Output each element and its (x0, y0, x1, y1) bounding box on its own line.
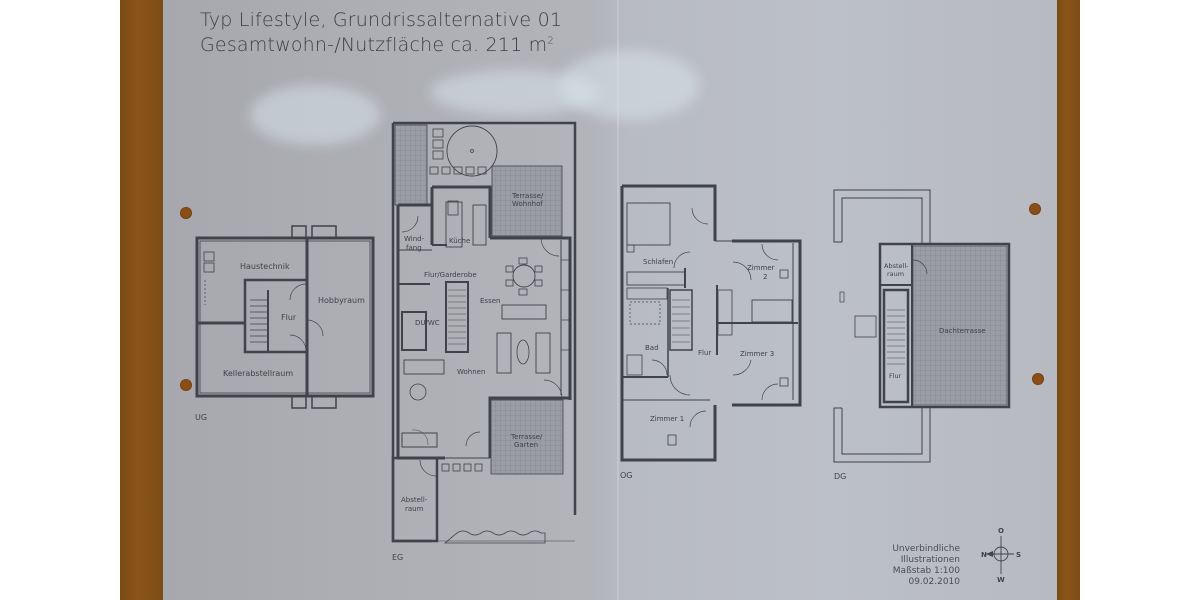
room-label-terrasse-wohnhof-1: Terrasse/ (511, 192, 544, 200)
room-label-flur: Flur (889, 372, 902, 380)
compass-n: N (981, 551, 987, 559)
ug-floor-plan (195, 225, 375, 409)
room-label-dachterrasse: Dachterrasse (939, 327, 986, 335)
compass-labels: N O S W (981, 527, 1021, 584)
compass-s: S (1016, 551, 1021, 559)
compass-rose-icon (986, 536, 1014, 574)
room-label-zimmer2-2: 2 (763, 273, 767, 281)
title-line-2: Gesamtwohn-/Nutzfläche ca. 211 m (200, 34, 548, 56)
plan-title: Typ Lifestyle, Grundrissalternative 01 (200, 9, 562, 31)
room-label-abstellraum-1: Abstell- (401, 496, 428, 504)
title-line-1: Typ Lifestyle, Grundrissalternative 01 (200, 9, 563, 31)
room-label-abstellraum-2: raum (887, 270, 904, 278)
room-label-zimmer1: Zimmer 1 (650, 415, 684, 423)
footer-disclaimer: Unverbindliche Illustrationen (892, 544, 960, 565)
title-superscript: 2 (547, 35, 554, 47)
room-label-zimmer3: Zimmer 3 (740, 350, 774, 358)
room-label-windfang-2: fang (406, 244, 422, 252)
room-label-terrasse-garten-2: Garten (514, 441, 538, 449)
compass-w: W (997, 576, 1005, 584)
room-label-kellerabstellraum: Kellerabstellraum (223, 369, 293, 378)
plan-footer: Unverbindliche Illustrationen Maßstab 1:… (838, 544, 960, 588)
punch-hole-left-bottom (180, 379, 192, 391)
eg-labels: Terrasse/ Wohnhof Wind- fang Küche Flur/… (392, 192, 544, 562)
og-labels: Schlafen Zimmer 2 Bad Flur Zimmer 3 Zimm… (620, 258, 775, 480)
room-label-abstellraum-1: Abstell- (884, 262, 909, 270)
punch-hole-right-bottom (1032, 373, 1044, 385)
room-label-essen: Essen (480, 297, 500, 305)
room-label-flur-garderobe: Flur/Garderobe (424, 271, 477, 279)
eg-floor-plan (391, 121, 577, 544)
dg-floor-plan (833, 189, 1011, 463)
floor-label-ug: UG (195, 413, 207, 422)
paper-fold-line (617, 0, 619, 600)
room-label-terrasse-garten-1: Terrasse/ (510, 433, 543, 441)
room-label-flur: Flur (698, 349, 711, 357)
wooden-table-right (1057, 0, 1080, 600)
room-label-flur: Flur (281, 313, 297, 322)
compass-o: O (998, 527, 1004, 535)
room-label-zimmer2-1: Zimmer (747, 264, 775, 272)
room-label-bad: Bad (645, 344, 659, 352)
floor-label-og: OG (620, 471, 633, 480)
room-label-abstellraum-2: raum (405, 505, 424, 513)
smudge-mark (560, 50, 700, 120)
room-label-duwc: DU/WC (415, 319, 440, 327)
punch-hole-left-top (180, 207, 192, 219)
room-label-kueche: Küche (449, 237, 470, 245)
plan-area: Gesamtwohn-/Nutzfläche ca. 211 m2 (200, 34, 554, 56)
smudge-mark (250, 85, 380, 145)
room-label-haustechnik: Haustechnik (240, 262, 290, 271)
dg-labels: Abstell- raum Dachterrasse Flur DG (834, 262, 986, 481)
room-label-schlafen: Schlafen (643, 258, 673, 266)
og-floor-plan (620, 184, 802, 462)
room-label-wohnen: Wohnen (457, 368, 485, 376)
ug-labels: Haustechnik Flur Hobbyraum Kellerabstell… (195, 262, 365, 422)
footer-date: 09.02.2010 (908, 577, 960, 587)
footer-scale: Maßstab 1:100 (892, 566, 960, 576)
floor-label-dg: DG (834, 472, 846, 481)
room-label-windfang-1: Wind- (404, 235, 425, 243)
room-label-hobbyraum: Hobbyraum (318, 296, 365, 305)
punch-hole-right-top (1029, 203, 1041, 215)
wooden-table-left (120, 0, 163, 600)
floor-label-eg: EG (392, 553, 403, 562)
room-label-terrasse-wohnhof-2: Wohnhof (512, 200, 543, 208)
